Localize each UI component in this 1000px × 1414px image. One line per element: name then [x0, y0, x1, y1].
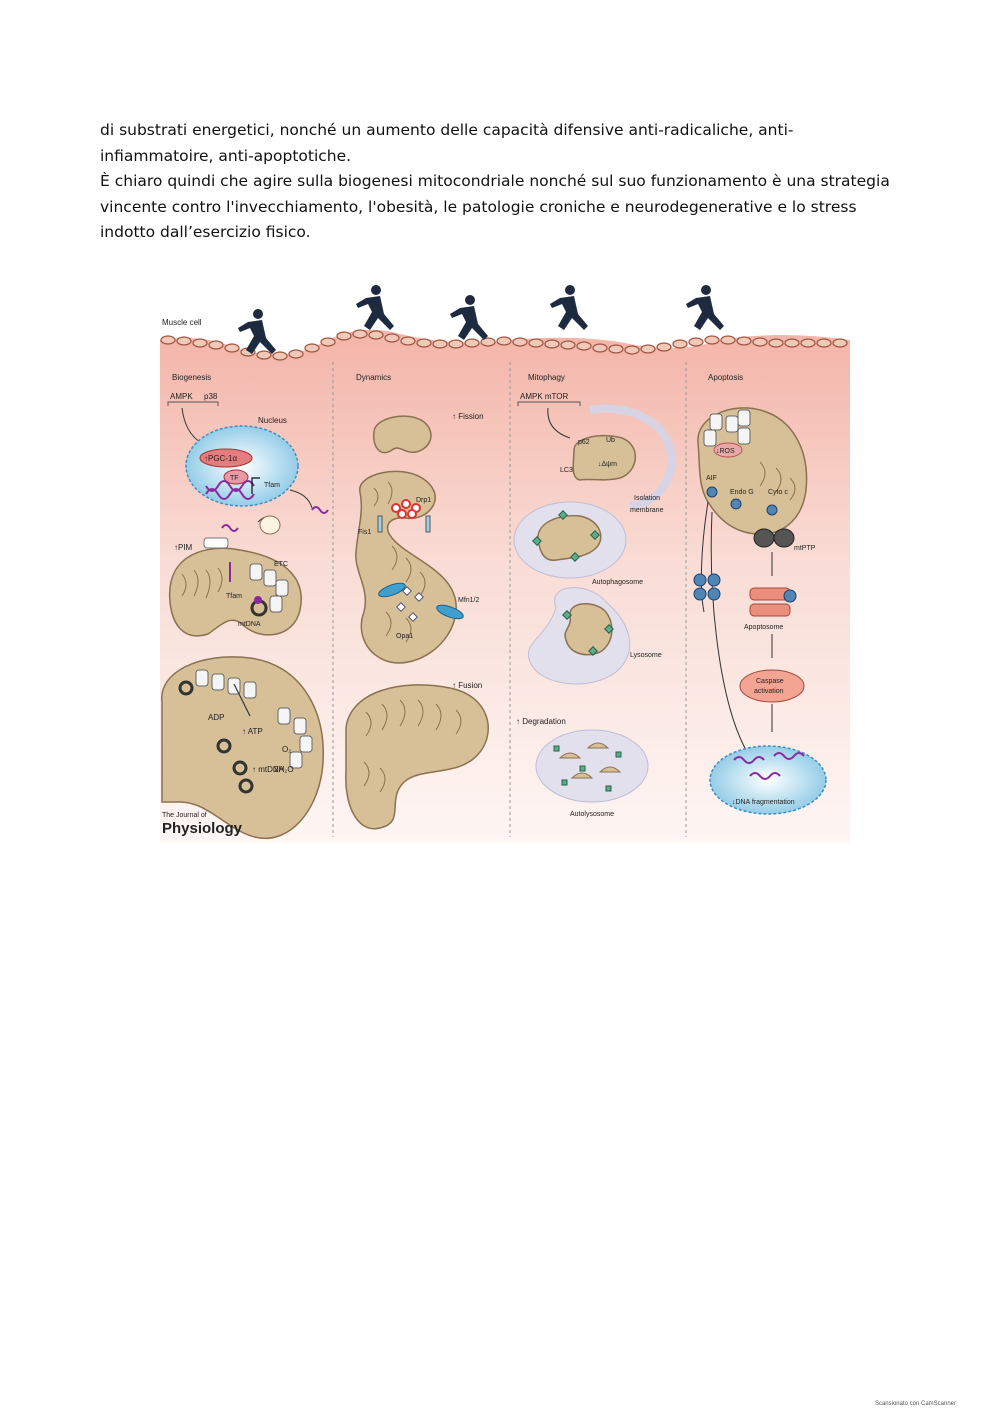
- panel-dividers: [332, 362, 687, 837]
- fis1-label: Fis1: [358, 529, 371, 536]
- mitophagy-panel: AMPK mTOR p62 Ub LC3 ↓Δψm Isolation memb…: [513, 392, 676, 818]
- h2o-label: 2H₂O: [274, 765, 294, 774]
- cytoc-label: Cyto c: [768, 489, 788, 496]
- journal-name: Physiology: [162, 820, 243, 837]
- autolysosome: [535, 729, 649, 803]
- nucleus: [185, 425, 299, 507]
- isolation-label: Isolation: [634, 495, 660, 502]
- tf-oval: [223, 469, 249, 485]
- apoptotic-nucleus: [709, 745, 827, 815]
- apoptosome-label: Apoptosome: [744, 624, 783, 631]
- biogenesis-panel: AMPK p38 Nucleus ↑PGC-1α TF Tfam ↑PIM ET…: [161, 392, 329, 840]
- caspase-label-2: activation: [754, 688, 784, 695]
- muscle-cell-label: Muscle cell: [162, 318, 202, 327]
- ampk-mtor-label: AMPK mTOR: [520, 392, 569, 401]
- autolysosome-label: Autolysosome: [570, 811, 614, 818]
- mtdna-increase-label: ↑ mtDNA: [252, 765, 285, 774]
- dynamics-panel: ↑ Fission Drp1 Fis1 Mfn1/2 Opa1 ↑ Fusion: [345, 412, 489, 830]
- ampk-label: AMPK: [170, 392, 193, 401]
- mitochondria-figure: Muscle cell Biogenesis Dynamics Mitophag…: [160, 282, 850, 842]
- cell-background: [160, 329, 850, 842]
- paragraph-2: È chiaro quindi che agire sulla biogenes…: [100, 172, 890, 241]
- scanner-footer: Scansionato con CamScanner: [874, 1401, 956, 1407]
- dna-fragmentation-label: ↓DNA fragmentation: [732, 799, 795, 806]
- ub-label: Ub: [606, 437, 615, 444]
- paragraph-1: di substrati energetici, nonché un aumen…: [100, 121, 794, 165]
- caspase-label-1: Caspase: [756, 678, 784, 685]
- mitochondrion-fission-small: [372, 415, 432, 454]
- panel-title-mitophagy: Mitophagy: [528, 373, 565, 382]
- caspase-activation-oval: [739, 669, 805, 703]
- apoptosis-panel: ↓ROS AIF Endo G Cyto c mtPTP Apoptosome …: [693, 407, 827, 815]
- tfam-nucleus-label: Tfam: [264, 482, 280, 489]
- pim-label: ↑PIM: [174, 543, 193, 552]
- drp1-label: Drp1: [416, 497, 431, 504]
- lysosome-label: Lysosome: [630, 652, 662, 659]
- o2-label: O₂: [282, 745, 291, 754]
- pgc1a-label: ↑PGC-1α: [204, 454, 237, 463]
- cell-membrane: [160, 329, 848, 361]
- endog-label: Endo G: [730, 489, 754, 496]
- atp-label: ↑ ATP: [242, 727, 263, 736]
- tfam-label: Tfam: [226, 593, 242, 600]
- lc3-label: LC3: [560, 467, 573, 474]
- tf-label: TF: [230, 475, 239, 482]
- p62-label: p62: [578, 439, 590, 446]
- degradation-label: ↑ Degradation: [516, 717, 566, 726]
- damaged-mitochondrion: [572, 434, 637, 481]
- fusion-label: ↑ Fusion: [452, 681, 482, 690]
- p38-label: p38: [204, 392, 218, 401]
- fission-label: ↑ Fission: [452, 412, 484, 421]
- adp-label: ADP: [208, 713, 224, 722]
- journal-small-label: The Journal of: [162, 812, 207, 819]
- dpsi-label: ↓Δψm: [598, 461, 617, 468]
- etc-label: ETC: [274, 561, 288, 568]
- mfn-label: Mfn1/2: [458, 597, 480, 604]
- mtptp-label: mtPTP: [794, 545, 816, 552]
- runner-icons: [238, 285, 724, 354]
- panel-title-apoptosis: Apoptosis: [708, 373, 743, 382]
- mitochondrion-apoptosis: [697, 407, 808, 535]
- panel-title-biogenesis: Biogenesis: [172, 373, 211, 382]
- pgc1a-oval: [199, 448, 253, 468]
- mtdna-label: mtDNA: [238, 621, 261, 628]
- autophagosome-label: Autophagosome: [592, 579, 643, 586]
- mitochondrion-fused: [345, 684, 489, 830]
- panel-title-dynamics: Dynamics: [356, 373, 391, 382]
- ros-label: ↓ROS: [716, 448, 735, 455]
- opa1-label: Opa1: [396, 633, 413, 640]
- membrane-label: membrane: [630, 507, 664, 514]
- nucleus-label: Nucleus: [258, 416, 287, 425]
- aif-label: AIF: [706, 475, 717, 482]
- mitochondrion-bio-2: [161, 656, 324, 840]
